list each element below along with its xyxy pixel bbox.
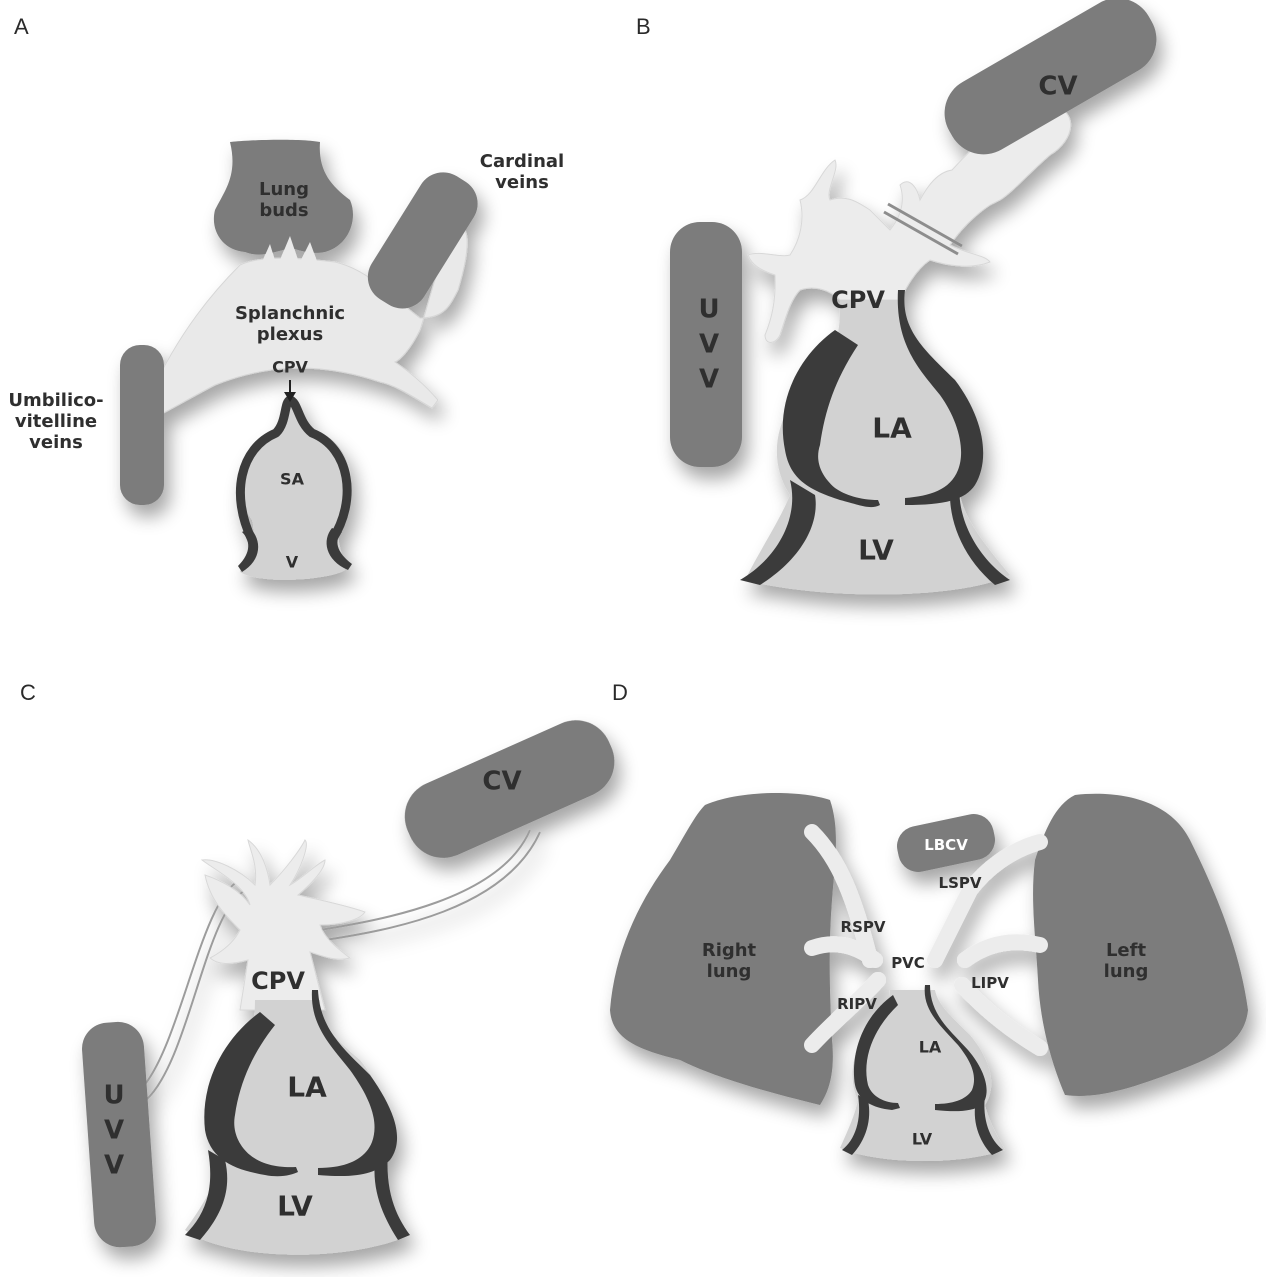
panel-b-drawing <box>670 0 1170 594</box>
la-label-d: LA <box>919 1039 942 1058</box>
umbilico-line-3: veins <box>8 433 103 454</box>
panel-letter-d: D <box>612 680 628 706</box>
pvc-label: PVC <box>891 955 925 973</box>
cardinal-line-2: veins <box>480 172 564 193</box>
left-lung-label: Left lung <box>1104 940 1149 982</box>
umbilico-vitelline-label: Umbilico- vitelline veins <box>8 390 103 454</box>
lv-label-b: LV <box>858 533 894 566</box>
left-lung-line-2: lung <box>1104 961 1149 982</box>
splanchnic-line-1: Splanchnic <box>235 303 345 324</box>
splanchnic-line-2: plexus <box>235 324 345 345</box>
cv-label-c: CV <box>482 767 521 798</box>
sa-label: SA <box>280 471 304 490</box>
lipv-label: LIPV <box>971 975 1009 993</box>
pulmonary-plexus-branches <box>748 105 1071 343</box>
la-label-b: LA <box>872 411 912 444</box>
cpv-label-a: CPV <box>272 359 308 378</box>
panel-letter-b: B <box>636 14 651 40</box>
cardinal-veins-label: Cardinal veins <box>480 151 564 193</box>
uvv-c-line-1: U <box>103 1078 124 1113</box>
cv-label-b: CV <box>1038 72 1077 103</box>
umbilico-vitelline-vein-shape <box>120 345 164 505</box>
uvv-label-c: U V V <box>103 1078 124 1183</box>
uvv-c-line-3: V <box>103 1149 124 1184</box>
uvv-label-b: U V V <box>698 292 719 397</box>
lspv-label: LSPV <box>939 875 982 893</box>
lv-label-d: LV <box>912 1131 932 1150</box>
splanchnic-plexus-label: Splanchnic plexus <box>235 303 345 345</box>
right-lung-line-2: lung <box>702 961 756 982</box>
lung-buds-line-1: Lung <box>259 179 309 200</box>
lung-buds-label: Lung buds <box>259 179 309 221</box>
cpv-label-b: CPV <box>831 286 885 314</box>
rspv-label: RSPV <box>841 919 886 937</box>
cpv-label-c: CPV <box>251 967 305 995</box>
lv-label-c: LV <box>277 1189 313 1222</box>
panel-letter-c: C <box>20 680 36 706</box>
lbcv-label: LBCV <box>924 837 968 855</box>
ripv-label: RIPV <box>837 996 877 1014</box>
uvv-b-line-3: V <box>698 363 719 398</box>
panel-letter-a: A <box>14 14 29 40</box>
uvv-b-line-2: V <box>698 327 719 362</box>
left-lung-line-1: Left <box>1104 940 1149 961</box>
v-label: V <box>286 554 298 573</box>
la-label-c: LA <box>287 1070 327 1103</box>
uvv-b-line-1: U <box>698 292 719 327</box>
cardinal-line-1: Cardinal <box>480 151 564 172</box>
umbilico-line-2: vitelline <box>8 411 103 432</box>
uvv-c-line-2: V <box>103 1113 124 1148</box>
panel-c-drawing <box>80 709 626 1255</box>
lung-buds-line-2: buds <box>259 200 309 221</box>
right-lung-line-1: Right <box>702 940 756 961</box>
right-lung-label: Right lung <box>702 940 756 982</box>
cardinal-vein-shape <box>358 163 487 319</box>
umbilico-line-1: Umbilico- <box>8 390 103 411</box>
